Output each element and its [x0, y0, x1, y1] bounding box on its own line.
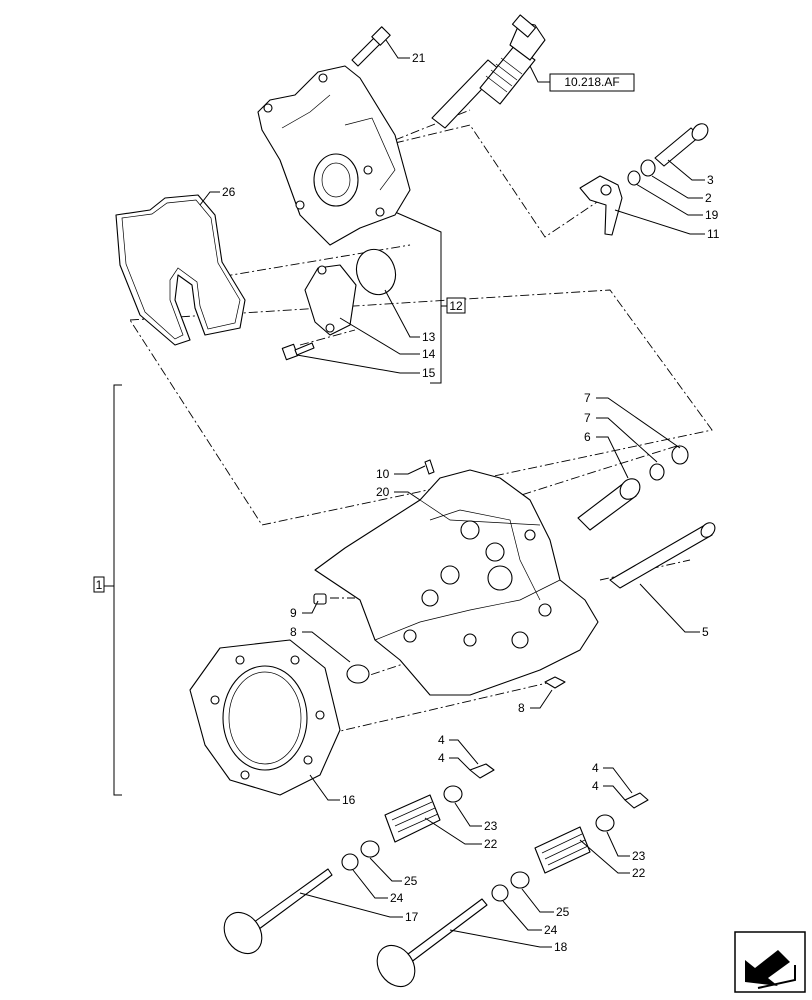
injector-housing-cover [257, 65, 411, 246]
group-bracket-1: 1 [93, 384, 122, 796]
next-page-arrow-icon[interactable] [734, 931, 806, 993]
callout-17: 17 [405, 910, 419, 924]
o-ring-7-lower [649, 463, 665, 481]
o-ring-7-upper [671, 445, 689, 465]
callout-22-right: 22 [632, 866, 646, 880]
callout-16: 16 [342, 793, 356, 807]
washer-19 [627, 170, 641, 186]
callout-6: 6 [584, 430, 591, 444]
callout-25-left: 25 [404, 874, 418, 888]
callout-26: 26 [222, 185, 236, 199]
callout-25-right: 25 [556, 905, 570, 919]
callout-10: 10 [376, 467, 390, 481]
valve-train-right [376, 792, 649, 988]
callout-8-left: 8 [290, 625, 297, 639]
washer-2 [640, 159, 656, 177]
callout-labels: 21 3 2 19 11 26 13 14 15 7 7 6 10 20 5 9… [222, 51, 720, 954]
callout-19: 19 [705, 208, 719, 222]
screw-15 [281, 342, 315, 361]
callout-22-left: 22 [484, 837, 498, 851]
cover-plate-14 [304, 264, 357, 336]
seal-8-right [544, 676, 566, 689]
cover-gasket-26 [115, 194, 246, 346]
cylinder-head-block [314, 469, 599, 696]
callout-3: 3 [707, 173, 714, 187]
callout-14: 14 [422, 347, 436, 361]
reference-box-label: 10.218.AF [564, 75, 619, 89]
plug-9 [313, 593, 327, 605]
injector-clamp-11 [579, 175, 623, 236]
callout-4-c: 4 [592, 761, 599, 775]
callout-23-right: 23 [632, 849, 646, 863]
callout-11: 11 [707, 227, 720, 241]
callout-9: 9 [290, 606, 297, 620]
seal-8-left [346, 664, 370, 684]
reference-box: 10.218.AF [517, 41, 635, 92]
callout-4-a: 4 [438, 733, 445, 747]
callout-23-left: 23 [484, 819, 498, 833]
group-bracket-12: 12 [394, 211, 466, 384]
bolt-3 [654, 123, 709, 167]
stud-5 [609, 522, 716, 589]
callout-4-b: 4 [438, 751, 445, 765]
injector-part [431, 14, 546, 129]
valve-train-left [223, 763, 495, 955]
head-gasket-16 [189, 639, 341, 796]
callout-13: 13 [422, 330, 436, 344]
callout-20: 20 [376, 485, 390, 499]
callout-7-lower: 7 [584, 411, 591, 425]
callout-8-right: 8 [518, 701, 525, 715]
callout-15: 15 [422, 366, 436, 380]
callout-24-right: 24 [544, 923, 558, 937]
injector-sleeve-6 [577, 478, 641, 531]
callout-4-d: 4 [592, 779, 599, 793]
pin-10 [424, 459, 435, 475]
callout-2: 2 [705, 191, 712, 205]
group-label-12: 12 [449, 299, 463, 313]
callout-7-upper: 7 [584, 391, 591, 405]
bolt-21 [351, 26, 391, 67]
callout-24-left: 24 [390, 891, 404, 905]
o-ring-13 [355, 248, 397, 296]
group-label-1: 1 [96, 578, 103, 592]
callout-21: 21 [412, 51, 426, 65]
leader-lines [199, 39, 705, 948]
callout-5: 5 [702, 625, 709, 639]
callout-18: 18 [554, 940, 568, 954]
